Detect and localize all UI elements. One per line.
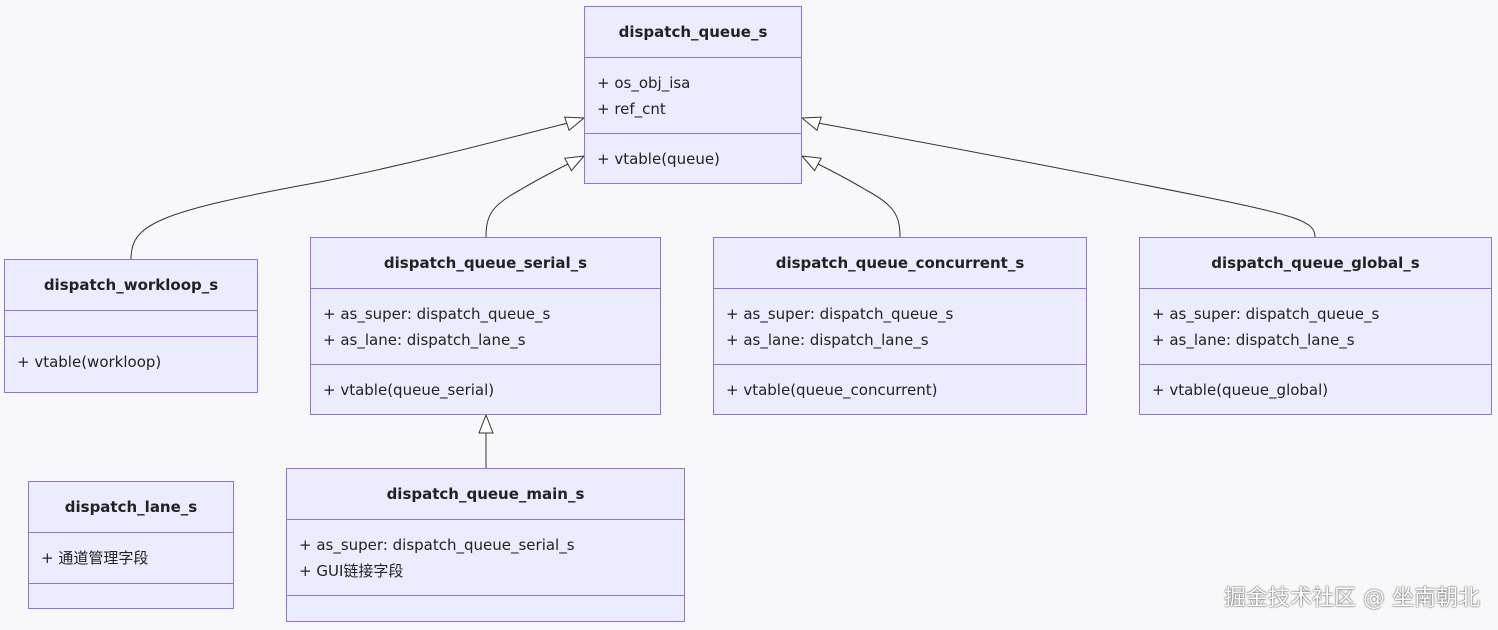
inheritance-arrowhead: [800, 155, 822, 172]
class-attribute: + GUI链接字段: [299, 562, 404, 580]
class-attribute: + as_lane: dispatch_lane_s: [323, 331, 526, 349]
class-name: dispatch_lane_s: [29, 482, 233, 533]
inheritance-arrowhead: [478, 413, 494, 434]
inheritance-edge-dispatch-queue-serial-s: [485, 162, 571, 238]
class-box-dispatch-queue-concurrent-s: dispatch_queue_concurrent_s+ as_super: d…: [713, 237, 1087, 415]
class-methods: [287, 596, 684, 621]
class-attribute: + as_super: dispatch_queue_s: [323, 305, 551, 323]
class-method: + vtable(queue): [597, 150, 720, 168]
inheritance-arrowhead: [563, 116, 586, 132]
class-methods: + vtable(workloop): [5, 337, 257, 392]
class-method: + vtable(queue_global): [1152, 381, 1329, 399]
class-attribute: + as_super: dispatch_queue_serial_s: [299, 536, 575, 554]
class-attributes: + as_super: dispatch_queue_s + as_lane: d…: [311, 289, 660, 365]
inheritance-edge-dispatch-queue-global-s: [817, 122, 1316, 238]
class-name: dispatch_queue_main_s: [287, 469, 684, 520]
class-attribute: + as_super: dispatch_queue_s: [1152, 305, 1380, 323]
class-attribute: + as_lane: dispatch_lane_s: [726, 331, 929, 349]
inheritance-arrowhead: [564, 155, 586, 172]
class-attributes: + as_super: dispatch_queue_serial_s + GUI…: [287, 520, 684, 596]
inheritance-edge-dispatch-queue-concurrent-s: [815, 162, 901, 238]
class-methods: [29, 584, 233, 608]
class-attributes: + as_super: dispatch_queue_s + as_lane: d…: [1140, 289, 1491, 365]
class-attributes: + os_obj_isa + ref_cnt: [585, 58, 801, 134]
class-attributes: + as_super: dispatch_queue_s + as_lane: d…: [714, 289, 1086, 365]
inheritance-arrowhead: [800, 116, 823, 132]
class-attributes: + 通道管理字段: [29, 533, 233, 584]
class-box-dispatch-workloop-s: dispatch_workloop_s + vtable(workloop): [4, 259, 258, 393]
class-attribute: + ref_cnt: [597, 100, 666, 118]
class-methods: + vtable(queue_serial): [311, 365, 660, 414]
class-box-dispatch-queue-serial-s: dispatch_queue_serial_s+ as_super: dispa…: [310, 237, 661, 415]
class-methods: + vtable(queue_global): [1140, 365, 1491, 414]
class-method: + vtable(queue_serial): [323, 381, 495, 399]
watermark: 掘金技术社区 @ 坐南朝北: [1224, 586, 1480, 611]
class-attribute: + as_super: dispatch_queue_s: [726, 305, 954, 323]
class-methods: + vtable(queue_concurrent): [714, 365, 1086, 414]
class-box-dispatch-lane-s: dispatch_lane_s + 通道管理字段: [28, 481, 234, 609]
class-name: dispatch_queue_global_s: [1140, 238, 1491, 289]
class-box-dispatch-queue-s: dispatch_queue_s + os_obj_isa + ref_cnt + v…: [584, 6, 802, 184]
class-box-dispatch-queue-global-s: dispatch_queue_global_s+ as_super: dispa…: [1139, 237, 1492, 415]
class-attribute: + os_obj_isa: [597, 74, 691, 92]
class-method: + vtable(workloop): [17, 353, 162, 371]
class-attribute: + 通道管理字段: [41, 549, 149, 567]
class-method: + vtable(queue_concurrent): [726, 381, 938, 399]
class-name: dispatch_queue_serial_s: [311, 238, 660, 289]
class-attribute: + as_lane: dispatch_lane_s: [1152, 331, 1355, 349]
class-attributes: [5, 311, 257, 337]
class-box-dispatch-queue-main-s: dispatch_queue_main_s+ as_super: dispatc…: [286, 468, 685, 622]
class-name: dispatch_queue_concurrent_s: [714, 238, 1086, 289]
class-methods: + vtable(queue): [585, 134, 801, 183]
class-name: dispatch_workloop_s: [5, 260, 257, 311]
class-name: dispatch_queue_s: [585, 7, 801, 58]
